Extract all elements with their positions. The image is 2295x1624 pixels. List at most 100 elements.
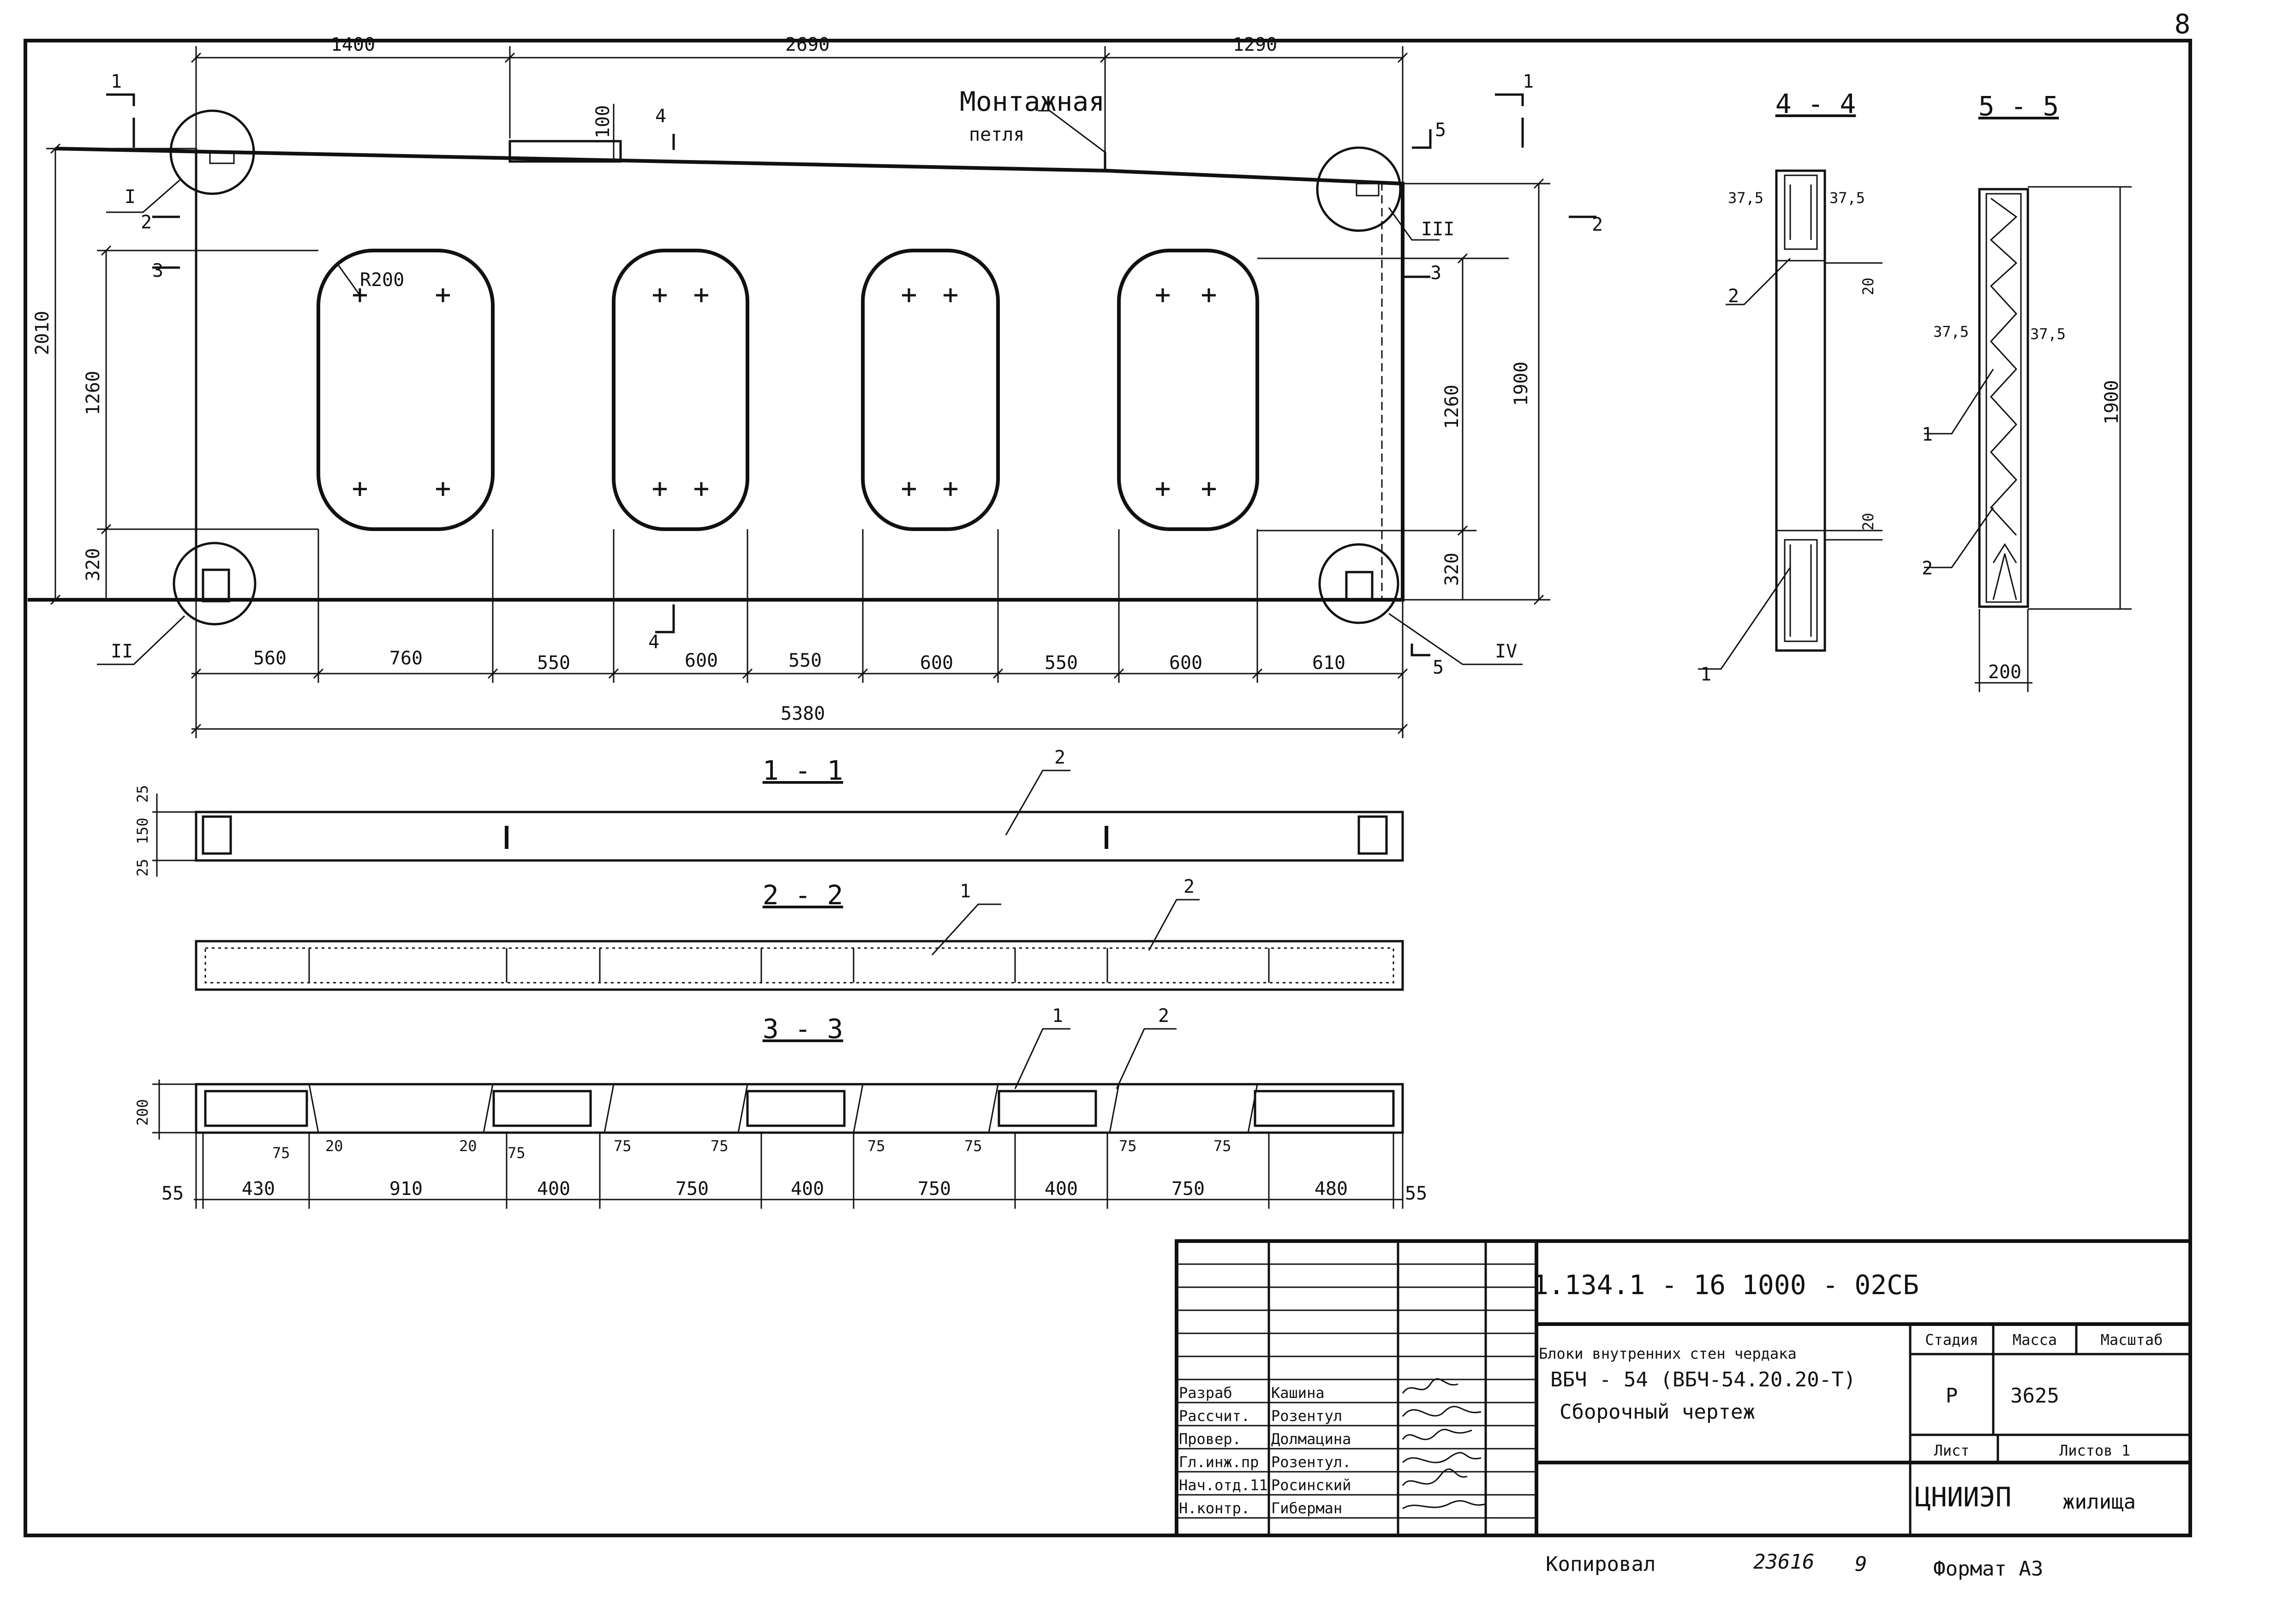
detail-4-plate <box>1345 571 1374 601</box>
detail-leaders <box>97 179 1523 665</box>
section-2-2-callout-1: 1 <box>960 881 971 902</box>
cut-3-right: 3 <box>1430 263 1441 284</box>
panel-outline <box>28 147 1404 602</box>
copy-number: 23616 <box>1753 1550 1814 1574</box>
sheet-header: Лист <box>1934 1442 1969 1459</box>
section-4-4-callout-2: 2 <box>1728 286 1739 307</box>
doc-name-2: ВБЧ - 54 (ВБЧ-54.20.20-Т) <box>1550 1368 1856 1391</box>
section-5-5-body <box>1978 188 2029 608</box>
section-5-5-dim-1: 37,5 <box>1933 323 1969 340</box>
name-4: Розентул. <box>1271 1453 1351 1471</box>
name-6: Гиберман <box>1271 1499 1342 1517</box>
detail-2-plate <box>202 568 230 603</box>
cut-5-bottom: 5 <box>1433 657 1444 678</box>
doc-code: 1.134.1 - 16 1000 - 02СБ <box>1532 1269 1919 1301</box>
section-1-1-title: 1 - 1 <box>763 755 843 786</box>
radius-leader <box>336 263 361 296</box>
bottom-dim-5: 550 <box>789 650 822 671</box>
section-5-5-callout-1: 1 <box>1922 424 1933 445</box>
section-4-4-callout-1: 1 <box>1700 664 1711 685</box>
section-3-3-body <box>195 1083 1404 1134</box>
small-dim-8: 75 <box>964 1137 982 1155</box>
section-3-3-height-dim: 200 <box>134 1099 151 1126</box>
dim-100: 100 <box>592 105 614 138</box>
footer: Копировал 23616 9 Формат А3 <box>1546 1550 2043 1581</box>
bot-dim-7: 750 <box>918 1178 951 1200</box>
detail-circle-4 <box>1318 543 1399 624</box>
section-4-4-title: 4 - 4 <box>1775 88 1856 119</box>
top-dim-2: 2690 <box>785 34 830 55</box>
small-dim-4: 75 <box>508 1144 526 1162</box>
name-3: Долмацина <box>1271 1430 1351 1448</box>
top-dim-1: 1400 <box>331 34 375 55</box>
left-dim-1260: 1260 <box>83 371 104 415</box>
section-1-1-body <box>195 811 1404 862</box>
small-dim-1: 75 <box>272 1144 290 1162</box>
section-5-5-dim-1900: 1900 <box>2101 380 2122 424</box>
copy-digit: 9 <box>1855 1552 1867 1576</box>
section-4-4-dim-2: 37,5 <box>1829 189 1865 207</box>
right-dim-1260: 1260 <box>1441 385 1463 429</box>
stage-value: Р <box>1946 1384 1958 1408</box>
bottom-dim-7: 550 <box>1045 652 1078 674</box>
top-dim-3: 1290 <box>1233 34 1277 55</box>
section-3-3-callout-1: 1 <box>1052 1005 1063 1027</box>
section-3-3-small-dims: 75 20 20 75 75 75 75 75 75 75 <box>272 1137 1231 1162</box>
org-name-2: жилища <box>2062 1490 2136 1514</box>
doc-name-1: Блоки внутренних стен чердака <box>1539 1345 1797 1362</box>
small-dim-5: 75 <box>614 1137 632 1155</box>
cut-2-left: 2 <box>141 212 152 233</box>
section-2-2: 2 - 2 1 2 <box>195 876 1404 991</box>
title-block-frame <box>1175 1239 2192 1537</box>
cut-5-top: 5 <box>1435 119 1446 141</box>
total-length: 5380 <box>781 703 825 724</box>
small-dim-7: 75 <box>867 1137 885 1155</box>
bottom-dim-3: 550 <box>537 652 570 674</box>
section-1-1-callout-2: 2 <box>1054 747 1065 768</box>
left-dimensions <box>46 143 318 605</box>
title-block: 1.134.1 - 16 1000 - 02СБ Блоки внутренни… <box>1175 1239 2192 1537</box>
cut-2-right: 2 <box>1592 214 1603 235</box>
section-4-4-body <box>1775 169 1826 652</box>
detail-label-1: I <box>125 186 136 208</box>
signature-rows: Разраб Рассчит. Провер. Гл.инж.пр Нач.от… <box>1179 1384 1351 1517</box>
left-dim-2010: 2010 <box>32 311 53 355</box>
opening-4 <box>1117 249 1259 531</box>
name-1: Кашина <box>1271 1384 1325 1402</box>
top-dimension-chain <box>191 46 1408 185</box>
section-4-4-dim-4: 20 <box>1859 513 1877 531</box>
stage-header: Стадия <box>1925 1331 1978 1349</box>
mounting-loop-label-1: Монтажная <box>960 86 1105 117</box>
detail-label-3: III <box>1421 219 1454 240</box>
section-3-3-callout-2: 2 <box>1158 1005 1169 1027</box>
small-dim-2: 20 <box>325 1137 343 1155</box>
bottom-dim-9: 610 <box>1312 652 1345 674</box>
role-3: Провер. <box>1179 1430 1241 1448</box>
bot-dim-4: 400 <box>537 1178 570 1200</box>
section-4-4-dim-3: 20 <box>1859 277 1877 295</box>
section-5-5-dim-200: 200 <box>1988 662 2021 683</box>
name-2: Розентул <box>1271 1407 1342 1425</box>
detail-circle-2 <box>173 542 257 626</box>
section-5-5-callout-2: 2 <box>1922 558 1933 579</box>
bot-dim-8: 400 <box>1045 1178 1078 1200</box>
role-2: Рассчит. <box>1179 1407 1250 1425</box>
cut-4-top: 4 <box>655 106 666 127</box>
opening-3 <box>861 249 1000 531</box>
right-dimensions <box>1257 178 1550 605</box>
cut-4-bottom: 4 <box>648 632 659 653</box>
cut-1-right: 1 <box>1523 71 1534 92</box>
detail-3-plate <box>1356 183 1380 197</box>
section-cut-markers <box>106 93 1596 657</box>
doc-name-3: Сборочный чертеж <box>1560 1400 1755 1424</box>
format-label: Формат А3 <box>1933 1557 2043 1581</box>
left-dim-320: 320 <box>83 548 104 581</box>
right-dim-320: 320 <box>1441 553 1463 586</box>
role-4: Гл.инж.пр <box>1179 1453 1259 1471</box>
bot-dim-1: 55 <box>161 1183 184 1204</box>
opening-2 <box>612 249 749 531</box>
detail-label-4: IV <box>1495 641 1517 662</box>
handwritten-signatures <box>1402 1378 1486 1510</box>
name-5: Росинский <box>1271 1476 1351 1494</box>
opening-1 <box>317 249 495 531</box>
